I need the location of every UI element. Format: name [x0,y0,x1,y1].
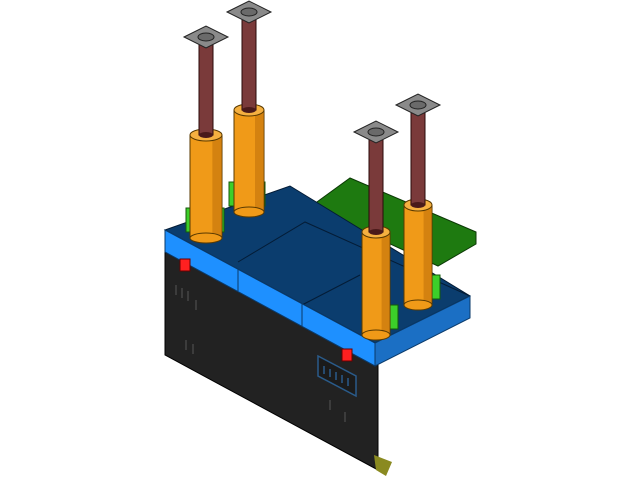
rod [368,134,384,233]
base-assembly [163,177,477,476]
band-side [374,295,471,367]
column-3 [352,120,400,341]
rod-base [369,229,383,235]
display-panel [317,354,357,398]
column-2 [225,0,273,218]
cap-hole [240,7,258,17]
cylinder-bottom [189,232,223,244]
cylinder-bottom [361,329,391,341]
rod [198,39,214,136]
rod-base [199,132,213,138]
column-1 [182,25,230,244]
columns [182,0,442,341]
top-seam [301,274,361,306]
cylinder-bottom [403,299,433,311]
cap-hole [367,127,385,137]
cap-hole [409,100,427,110]
rod [410,107,426,206]
indicator-light [341,348,353,362]
cylinder-shade [423,205,432,305]
panel-foot [374,455,392,476]
rod-base [411,202,425,208]
rod [241,14,257,111]
cap-hole [197,32,215,42]
column-4 [394,93,442,311]
cylinder-shade [381,232,390,335]
rod-base [242,107,256,113]
cylinder-shade [255,110,264,212]
cylinder-shade [212,135,222,238]
cylinder-bottom [233,206,265,218]
indicator-light [179,258,191,272]
